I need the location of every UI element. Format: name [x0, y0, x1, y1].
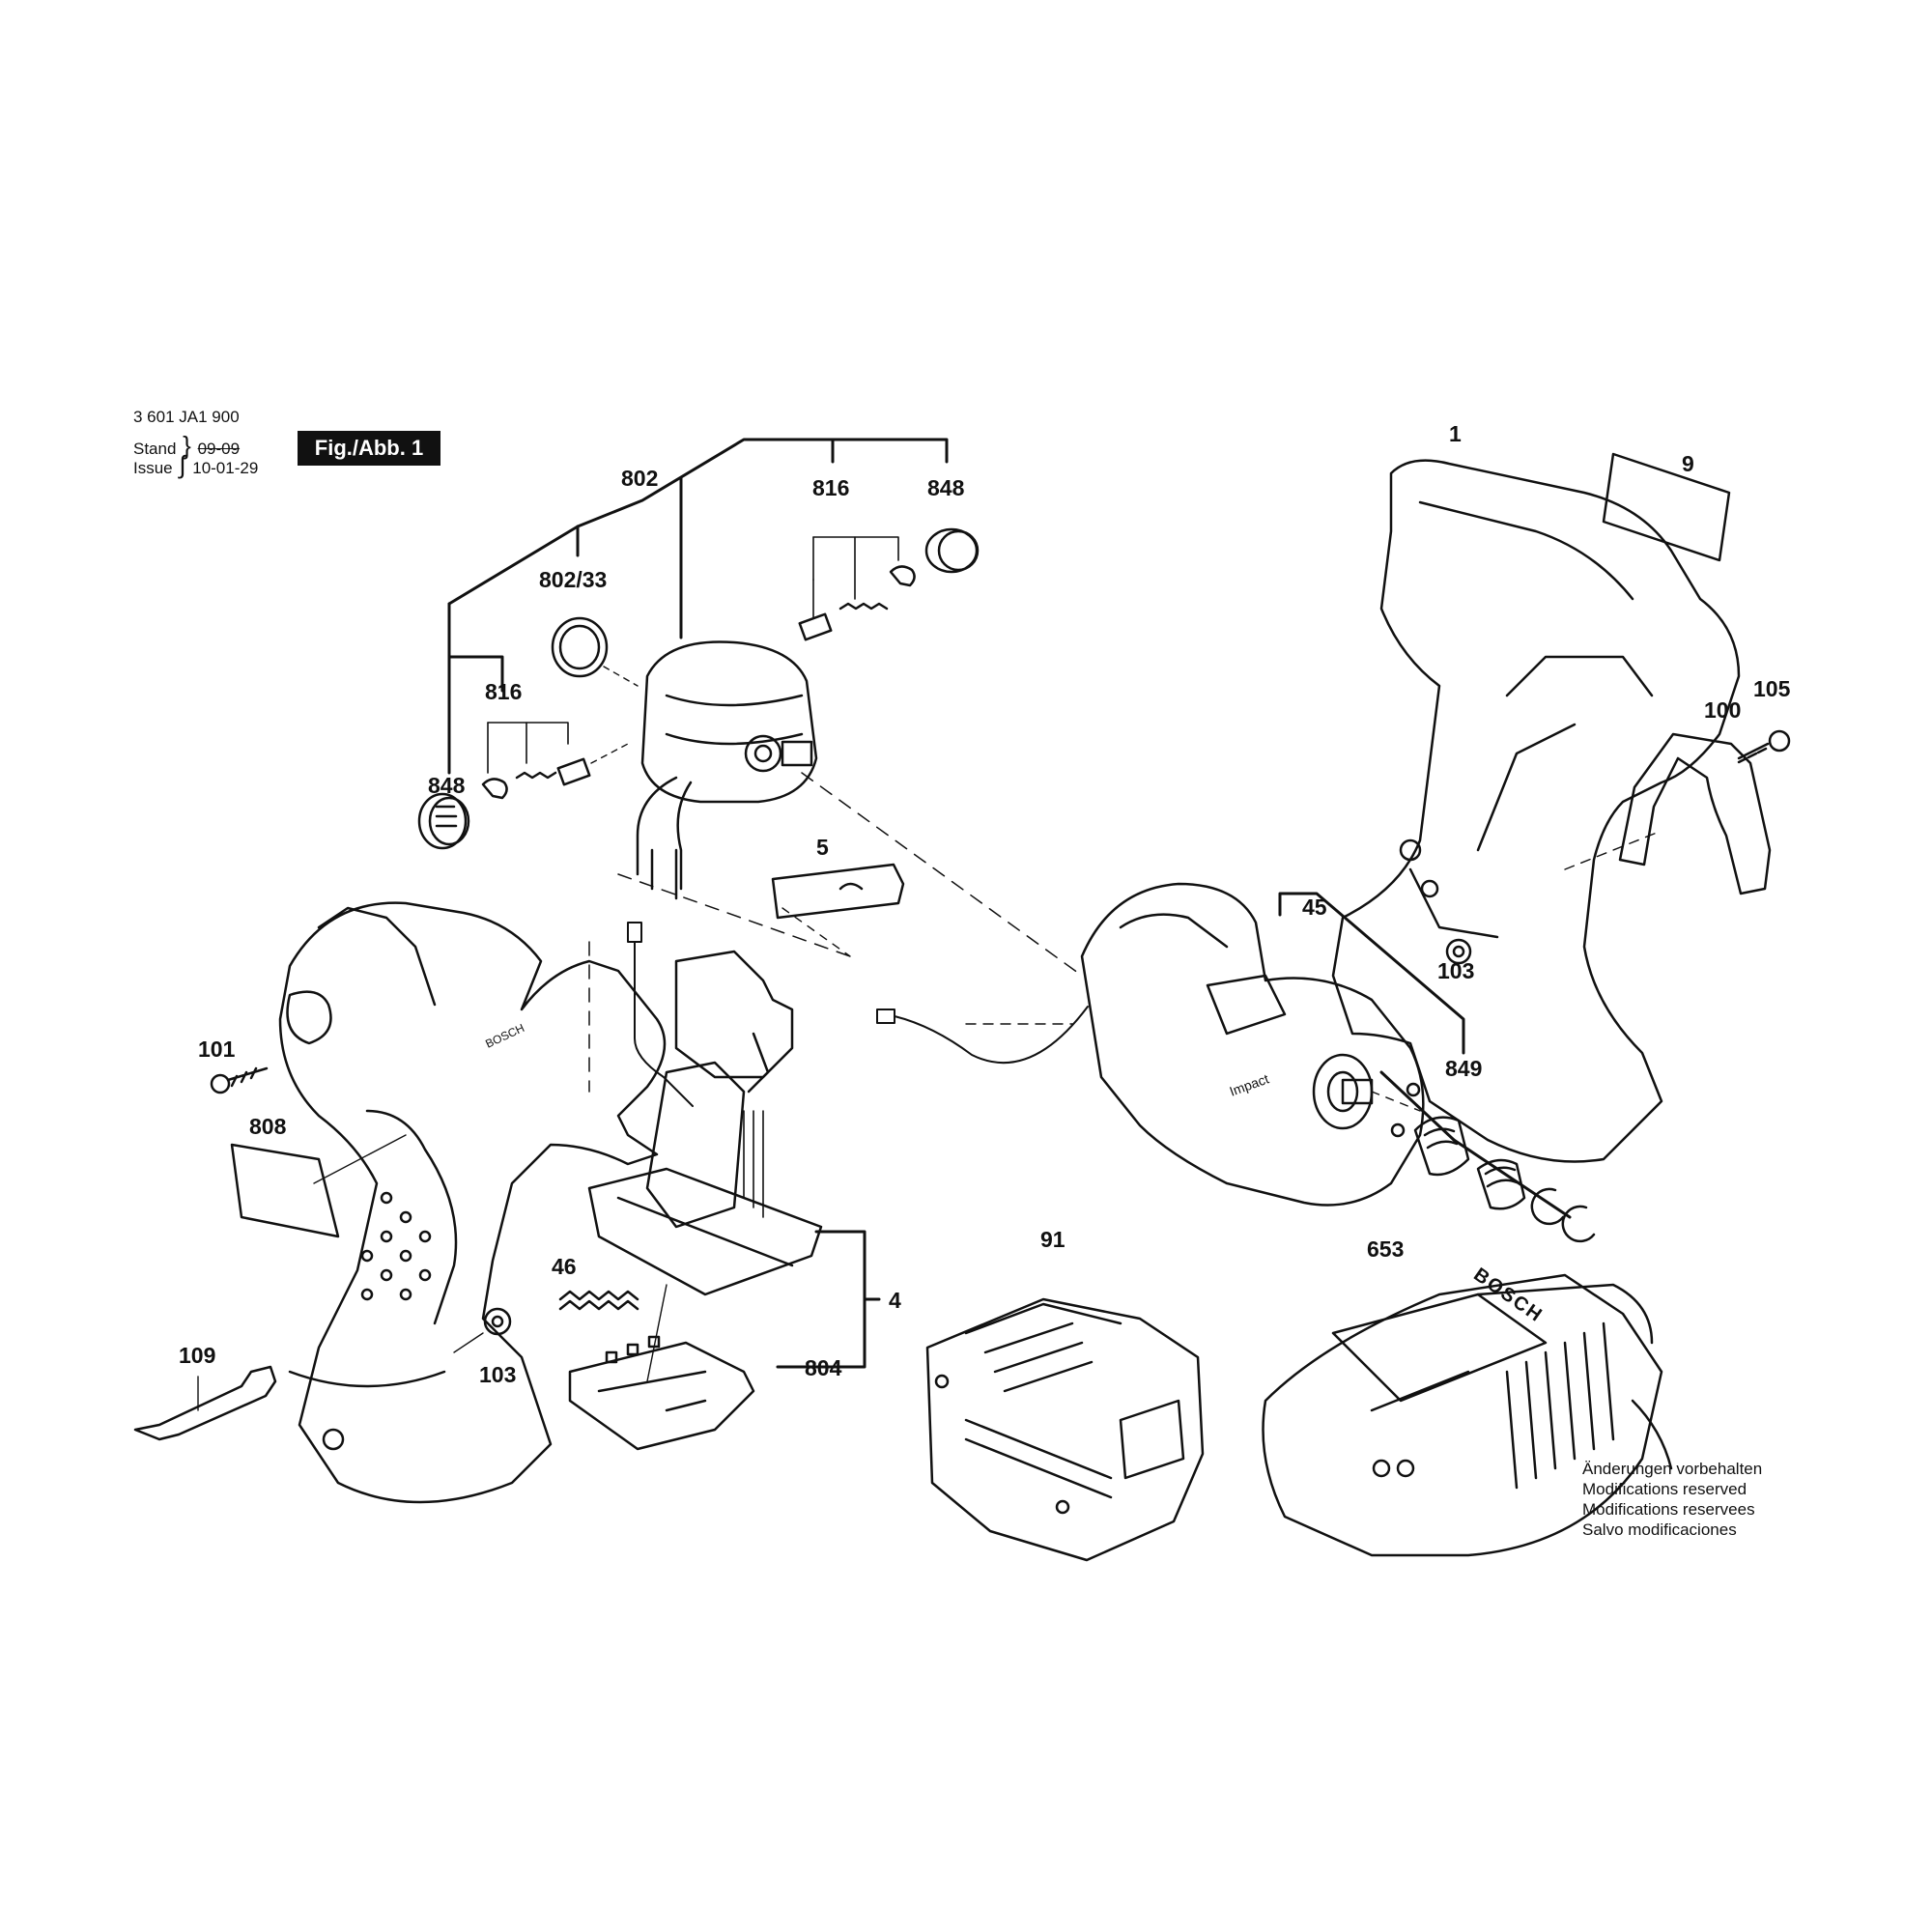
notice-de: Änderungen vorbehalten: [1582, 1460, 1763, 1478]
nut-103-lower: [453, 1307, 512, 1353]
brush-cap-848-upper: [924, 527, 980, 574]
part-label-804: 804: [805, 1355, 842, 1380]
part-label-816-upper: 816: [812, 475, 850, 500]
part-label-109: 109: [179, 1343, 216, 1368]
part-label-802-33: 802/33: [539, 567, 608, 592]
stand-date: 09-09: [197, 440, 241, 458]
bracket-4-804: [776, 1230, 881, 1369]
axis-line-switch: [617, 873, 851, 957]
stand-label: Stand: [133, 440, 177, 458]
screw-101: [210, 1066, 269, 1094]
part-label-1: 1: [1449, 421, 1462, 446]
brush-cap-848-lower: [417, 792, 470, 850]
notice-en: Modifications reserved: [1582, 1480, 1747, 1498]
modifications-notice: Änderungen vorbehalten Modifications res…: [1582, 1459, 1762, 1540]
screw-105: [1737, 729, 1791, 764]
o-ring-802-33: [551, 616, 639, 687]
part-label-848-lower: 848: [428, 773, 466, 798]
svg-text:BOSCH: BOSCH: [483, 1021, 526, 1051]
housing-half-1: [1331, 459, 1741, 1163]
switch-cover-5: [771, 863, 905, 957]
part-label-105: 105: [1753, 676, 1791, 701]
part-label-9: 9: [1682, 451, 1694, 476]
part-label-816-lower: 816: [485, 679, 523, 704]
charger-653: [1262, 1273, 1673, 1557]
housing-half-left: BOSCH: [278, 901, 667, 1504]
part-label-101: 101: [198, 1037, 236, 1062]
part-label-46: 46: [552, 1254, 577, 1279]
label-plate-9: [1602, 452, 1731, 562]
part-label-849: 849: [1445, 1056, 1483, 1081]
part-label-802: 802: [621, 466, 659, 491]
wiring: [627, 922, 1089, 1107]
electronics-module-4: [587, 950, 823, 1296]
battery-pack-91: [925, 1297, 1205, 1562]
part-label-848-upper: 848: [927, 475, 965, 500]
bracket-45-849: [1278, 892, 1572, 1219]
spring-46: [558, 1290, 639, 1311]
axis-line-motor: [801, 772, 1083, 977]
chuck-parts-849: [1390, 1082, 1596, 1243]
part-label-103-upper: 103: [1437, 958, 1475, 983]
brush-parts-upper: [798, 565, 916, 641]
svg-text:Impact: Impact: [1228, 1070, 1271, 1098]
part-label-103-lower: 103: [479, 1362, 517, 1387]
motor-802: [636, 640, 818, 900]
notice-fr: Modifications reservees: [1582, 1500, 1755, 1519]
gearbox-45: Impact: [1080, 882, 1425, 1207]
nut-103-upper: [1445, 938, 1472, 965]
part-label-808: 808: [249, 1114, 287, 1139]
belt-clip-100: [1618, 732, 1772, 895]
label-plate-808: [230, 1134, 407, 1238]
issue-row: Issue ∫ 10-01-29: [133, 450, 259, 479]
figure-badge: Fig./Abb. 1: [298, 431, 440, 466]
bracket-802: [447, 438, 949, 775]
screwdriver-bit-109: [133, 1365, 277, 1441]
notice-es: Salvo modificaciones: [1582, 1520, 1737, 1539]
issue-date: 10-01-29: [192, 459, 259, 477]
document-number: 3 601 JA1 900: [133, 408, 240, 426]
part-label-100: 100: [1704, 697, 1742, 723]
issue-label: Issue: [133, 459, 173, 477]
part-label-45: 45: [1302, 895, 1327, 920]
stand-row: Stand } 09-09: [133, 431, 241, 460]
leader-816-lower: [487, 722, 569, 774]
leader-816-upper: [812, 536, 899, 619]
part-label-5: 5: [816, 835, 829, 860]
brush-parts-lower: [481, 743, 629, 800]
part-label-4: 4: [889, 1288, 901, 1313]
contact-plate-804: [568, 1284, 755, 1451]
part-label-653: 653: [1367, 1236, 1405, 1262]
part-label-91: 91: [1040, 1227, 1065, 1252]
